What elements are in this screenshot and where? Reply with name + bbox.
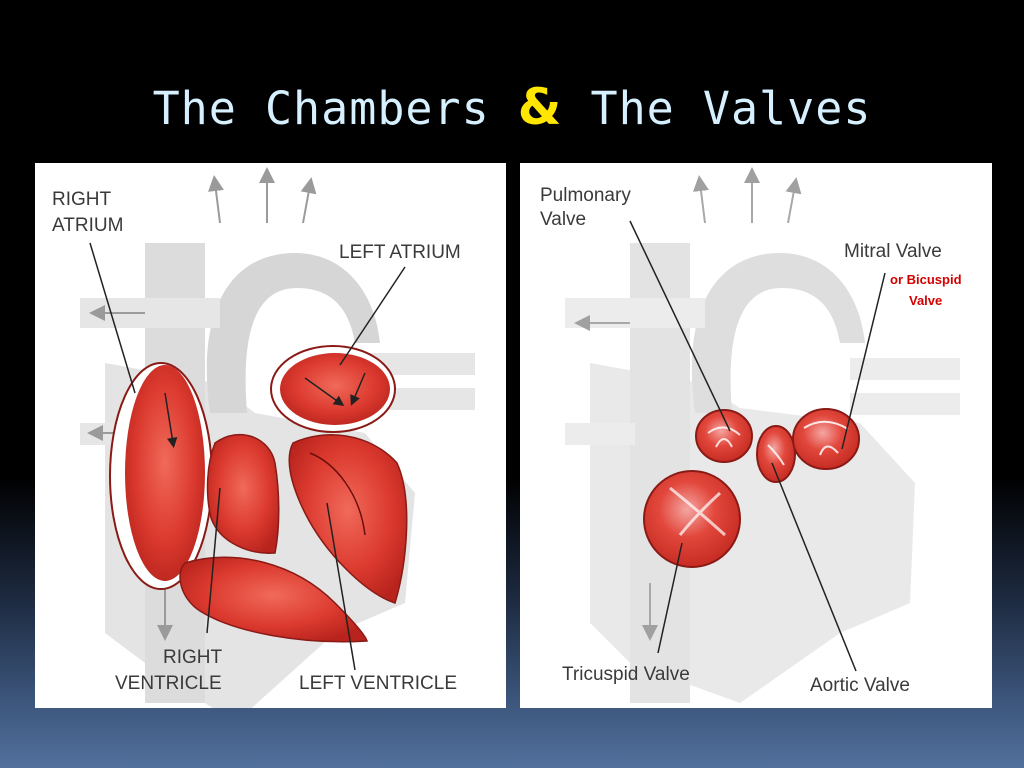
slide-title: The Chambers & The Valves — [0, 78, 1024, 136]
label-right-ventricle-line2: VENTRICLE — [115, 673, 222, 694]
chambers-diagram: RIGHT ATRIUM LEFT ATRIUM RIGHT VENTRICLE… — [52, 167, 475, 708]
label-left-ventricle: LEFT VENTRICLE — [299, 673, 457, 694]
aortic-valve — [756, 425, 796, 483]
label-right-ventricle-line1: RIGHT — [163, 647, 223, 668]
label-left-atrium: LEFT ATRIUM — [339, 242, 461, 263]
label-bicuspid-line1: or Bicuspid — [890, 272, 962, 287]
label-aortic: Aortic Valve — [810, 675, 910, 696]
title-part-2: The Valves — [562, 82, 872, 135]
title-part-1: The Chambers — [152, 82, 518, 135]
tricuspid-valve — [643, 470, 741, 568]
valves-diagram: Pulmonary Valve Mitral Valve or Bicuspid… — [540, 167, 962, 703]
label-right-atrium-line1: RIGHT — [52, 189, 112, 210]
title-ampersand: & — [517, 78, 563, 136]
left-ventricle — [288, 434, 408, 604]
left-atrium — [270, 345, 396, 433]
label-pulmonary-line2: Valve — [540, 209, 586, 230]
mitral-valve — [792, 408, 860, 470]
vessel-arrows-faded — [574, 167, 802, 641]
pulmonary-valve — [695, 409, 753, 463]
right-ventricle — [179, 433, 369, 643]
pointer-lines — [89, 242, 406, 671]
label-mitral: Mitral Valve — [844, 241, 942, 262]
right-atrium — [109, 362, 213, 590]
label-tricuspid: Tricuspid Valve — [562, 664, 690, 685]
chambers-diagram-panel: RIGHT ATRIUM LEFT ATRIUM RIGHT VENTRICLE… — [35, 163, 506, 708]
valves-diagram-panel: Pulmonary Valve Mitral Valve or Bicuspid… — [520, 163, 992, 708]
pointer-lines — [629, 220, 886, 672]
label-pulmonary-line1: Pulmonary — [540, 185, 631, 206]
label-right-atrium-line2: ATRIUM — [52, 215, 123, 236]
label-bicuspid-line2: Valve — [909, 293, 942, 308]
